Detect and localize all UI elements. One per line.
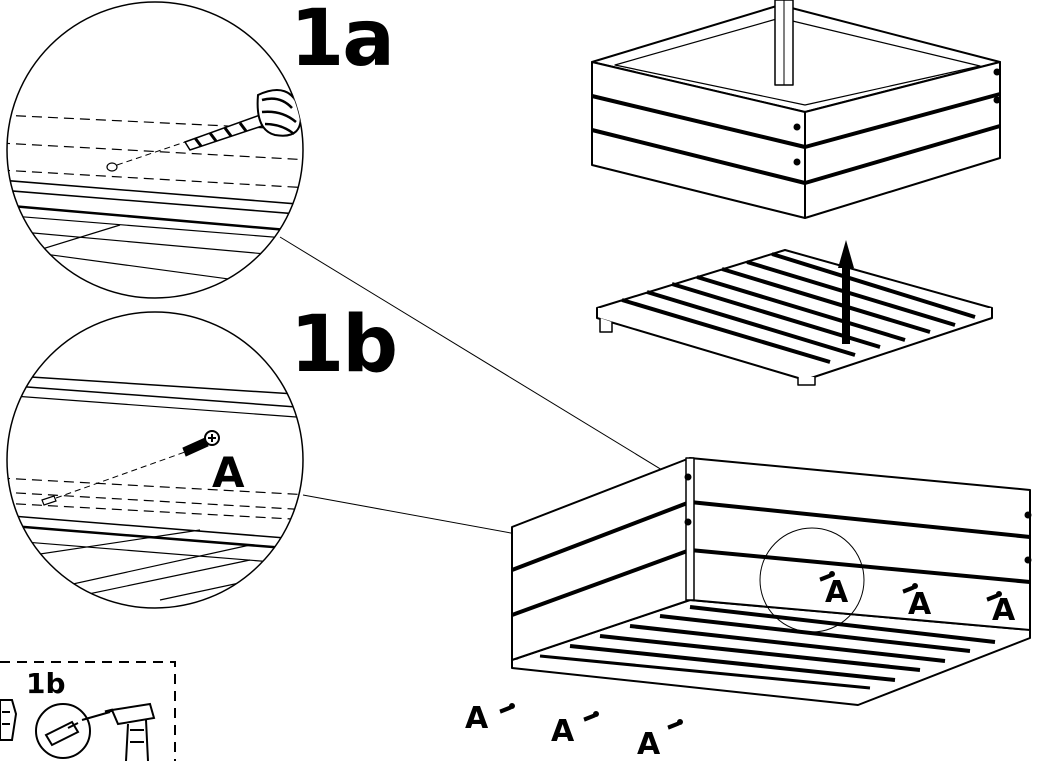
tool-box	[0, 661, 176, 761]
part-label-a-4: A	[465, 701, 489, 736]
part-label-a-2: A	[908, 587, 932, 622]
tool-box-label: 1b	[26, 667, 66, 700]
driver-bit-icon	[35, 703, 111, 759]
open-frame-assembly	[511, 457, 1032, 706]
screw-part-label: A	[212, 448, 245, 497]
part-label-a-1: A	[825, 575, 849, 610]
screw-icons	[499, 571, 1002, 730]
drill-icon	[0, 699, 18, 741]
part-label-a-6: A	[637, 727, 661, 761]
step-1b-label: 1b	[290, 300, 398, 390]
part-label-a-5: A	[551, 714, 575, 749]
assembled-frame	[591, 0, 1001, 219]
detail-1b-circle: A	[6, 311, 304, 609]
detail-1a-circle	[6, 1, 304, 299]
part-label-a-3: A	[992, 593, 1016, 628]
floor-panel	[596, 249, 993, 386]
drill-icon	[104, 702, 156, 761]
lift-arrow	[838, 240, 854, 344]
step-1a-label: 1a	[290, 0, 395, 84]
